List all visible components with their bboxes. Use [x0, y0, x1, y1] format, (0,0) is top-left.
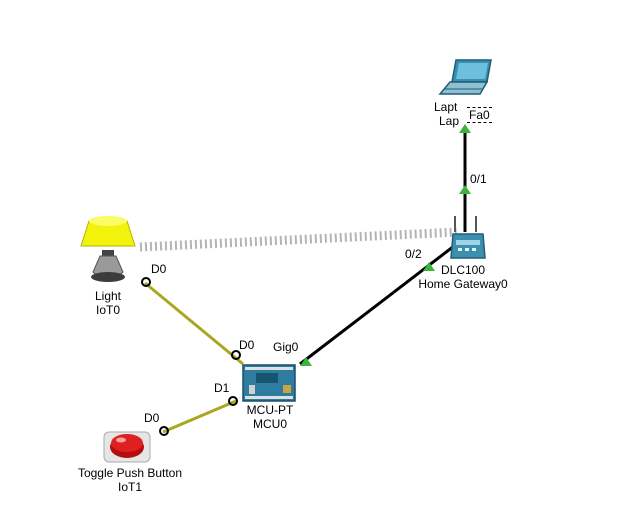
gateway-name: Home Gateway0 [418, 277, 508, 291]
iot-link-light-mcu[interactable] [144, 281, 244, 366]
mcu-name: MCU0 [252, 417, 287, 431]
port-label-light-d0: D0 [151, 262, 167, 276]
gateway-model: DLC100 [440, 263, 486, 277]
home-gateway-icon[interactable] [450, 216, 486, 259]
link-up-indicator [300, 357, 312, 366]
button-label: Toggle Push Button IoT1 [65, 466, 195, 494]
mcu-board-icon[interactable] [242, 364, 296, 402]
light-name: IoT0 [95, 303, 120, 317]
port-label-gateway-01: 0/1 [470, 172, 487, 186]
mcu-model: MCU-PT [246, 403, 294, 417]
link-up-indicator [423, 262, 435, 271]
gateway-label: DLC100 Home Gateway0 [413, 263, 513, 291]
ethernet-link-gateway-mcu[interactable] [299, 241, 459, 366]
laptop-label: Lapt Lap [434, 100, 464, 128]
iot-connector-icon [141, 277, 241, 436]
button-name: IoT1 [117, 480, 142, 494]
laptop-name-line1: Lapt [434, 100, 458, 114]
button-model: Toggle Push Button [77, 466, 183, 480]
laptop-icon[interactable] [438, 59, 492, 95]
iot-link-button-mcu[interactable] [162, 399, 237, 434]
port-label-mcu-d0: D0 [239, 338, 255, 352]
port-label-laptop-fa0: Fa0 [467, 107, 492, 123]
port-label-button-d0: D0 [144, 411, 160, 425]
port-label-mcu-d1: D1 [214, 381, 230, 395]
wireless-link[interactable] [139, 227, 459, 252]
laptop-name-line2: Lap [439, 114, 460, 128]
mcu-label: MCU-PT MCU0 [238, 403, 302, 431]
light-label: Light IoT0 [78, 289, 138, 317]
lamp-icon[interactable] [80, 216, 136, 282]
link-up-indicator [459, 124, 471, 133]
port-label-gateway-02: 0/2 [405, 247, 422, 261]
link-up-indicator [459, 185, 471, 194]
light-model: Light [94, 289, 122, 303]
push-button-icon[interactable] [103, 431, 151, 463]
port-label-mcu-gig0: Gig0 [273, 340, 299, 354]
